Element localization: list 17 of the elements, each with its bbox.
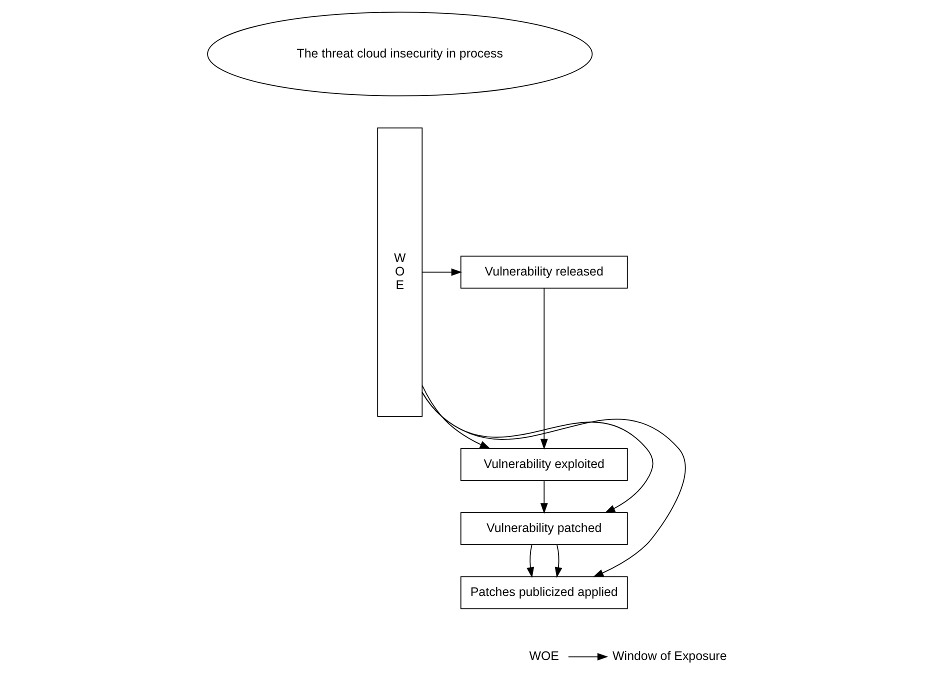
node-box: Patches publicized applied [460, 576, 628, 610]
arrow [568, 653, 608, 661]
arrow [554, 544, 562, 578]
node-text: WOE [529, 649, 559, 664]
node-box: Vulnerability exploited [460, 448, 628, 481]
arrow [540, 288, 548, 450]
node-ellipse: The threat cloud insecurity in process [207, 12, 593, 96]
node-box: W O E [377, 127, 423, 417]
arrow [422, 392, 686, 578]
arrow [422, 385, 491, 449]
node-box: Vulnerability patched [460, 512, 628, 546]
arrow [422, 392, 654, 514]
node-text: Window of Exposure [612, 649, 727, 664]
arrow [422, 268, 462, 276]
node-box: Vulnerability released [460, 256, 628, 289]
arrow [526, 544, 534, 578]
arrow [540, 480, 548, 514]
